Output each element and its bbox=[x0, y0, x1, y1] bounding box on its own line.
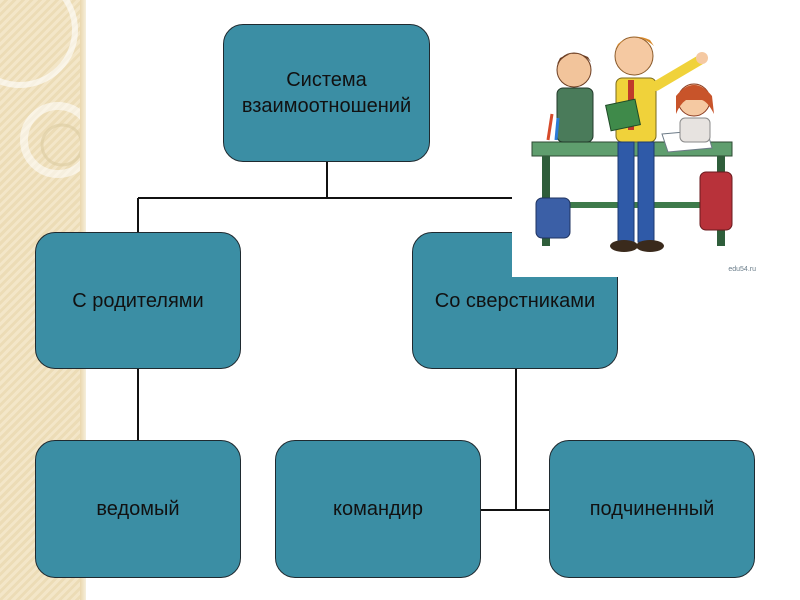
students-illustration: edu54.ru bbox=[512, 22, 762, 277]
node-subordinate: подчиненный bbox=[549, 440, 755, 578]
node-commander: командир bbox=[275, 440, 481, 578]
node-parents-label: С родителями bbox=[72, 289, 204, 312]
root-node: Система взаимоотношений bbox=[223, 24, 430, 162]
node-parents: С родителями bbox=[35, 232, 241, 369]
node-follower: ведомый bbox=[35, 440, 241, 578]
node-subordinate-label: подчиненный bbox=[589, 498, 715, 520]
watermark-text: edu54.ru bbox=[728, 266, 756, 273]
children-at-desk-image bbox=[531, 36, 733, 252]
node-peers-label: Со сверстниками bbox=[434, 289, 596, 312]
node-follower-label: ведомый bbox=[96, 498, 180, 520]
node-commander-label: командир bbox=[333, 498, 423, 520]
root-node-label: Система взаимоотношений bbox=[241, 69, 412, 117]
